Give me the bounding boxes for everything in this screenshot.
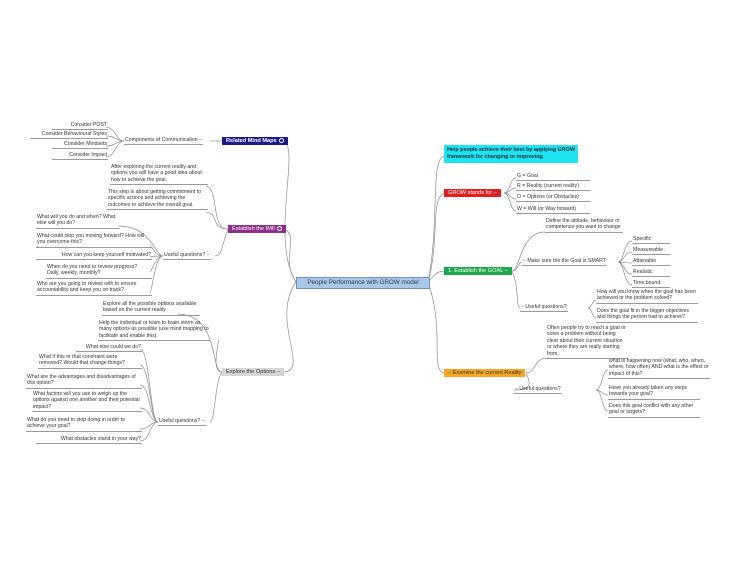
will-question[interactable]: Who are you going to review with to ensu… (36, 281, 152, 296)
link-icon[interactable] (276, 225, 283, 232)
explore-options-label: Explore the Options (226, 369, 276, 375)
smart-item[interactable]: Specific (632, 236, 670, 245)
reality-question[interactable]: what is happening now (what, who, when, … (608, 358, 710, 380)
grow-item[interactable]: G = Goal (516, 173, 590, 182)
related-mind-maps-label: Related Mind Maps (226, 138, 277, 144)
reality-question[interactable]: Does this goal conflict with any other g… (608, 403, 700, 418)
options-question[interactable]: What if this or that constraint were rem… (38, 354, 142, 369)
link-icon[interactable] (278, 137, 285, 144)
goal-question[interactable]: Does the goal fit in the bigger objectiv… (596, 308, 698, 323)
grow-stands-for-branch[interactable]: GROW stands for – (444, 189, 501, 197)
examine-reality-label: Examine the current Reality (452, 370, 522, 376)
grow-item[interactable]: W = Will (or Way forward) (516, 206, 590, 215)
related-item[interactable]: Consider POST (52, 122, 108, 131)
options-question[interactable]: What obstacles stand in your way? (36, 436, 142, 445)
grow-stands-for-label: GROW stands for (448, 190, 493, 196)
goal-smart[interactable]: – Make sure the the Goal is SMART (522, 258, 607, 267)
establish-goal-branch[interactable]: 1. Establish the GOAL – (444, 267, 512, 275)
will-question[interactable]: When do you need to review progress? Dai… (46, 264, 152, 279)
central-topic[interactable]: People Performance with GROW model (296, 277, 430, 289)
smart-item[interactable]: Realistic (632, 269, 670, 278)
goal-useful-questions[interactable]: – Useful questions? (520, 304, 568, 313)
grow-item[interactable]: R = Reality (current reality) (516, 183, 590, 192)
options-question[interactable]: What are the advantages and disadvantage… (26, 374, 142, 389)
explore-options-branch[interactable]: Explore the Options – (222, 368, 284, 376)
will-question[interactable]: What will you do and when? What else wil… (36, 214, 120, 229)
reality-question[interactable]: Have you already taken any steps towards… (608, 385, 700, 400)
will-note[interactable]: After exploring the current reality and … (110, 164, 208, 186)
establish-will-branch[interactable]: Establish the Will (228, 225, 287, 233)
examine-reality-branch[interactable]: – Examine the current Reality (444, 369, 526, 377)
goal-define[interactable]: Define the attitude, behaviour or compet… (545, 218, 623, 233)
related-item[interactable]: Consider Mindsets (52, 141, 108, 150)
will-question[interactable]: What could stop you moving forward? How … (36, 233, 152, 248)
options-question[interactable]: What else could we do? (76, 344, 142, 353)
components-of-communication[interactable]: Components of Communication – (124, 137, 204, 146)
goal-question[interactable]: How will you know when the goal has been… (596, 289, 698, 304)
establish-goal-label: 1. Establish the GOAL (448, 268, 504, 274)
will-question[interactable]: How can you keep yourself motivated? (36, 252, 152, 261)
establish-will-label: Establish the Will (232, 226, 275, 232)
options-useful-questions[interactable]: Useful questions? – (158, 418, 206, 427)
options-question[interactable]: What factors will you use to weigh up th… (32, 391, 142, 413)
help-people-topic[interactable]: Help people achieve their best by applyi… (444, 145, 578, 163)
options-question[interactable]: What do you need to stop doing in order … (26, 417, 142, 432)
reality-note[interactable]: Often people try to reach a goal or solv… (546, 325, 628, 360)
will-note[interactable]: This step is about getting commitment to… (107, 189, 208, 211)
options-note[interactable]: Help the individual or team to brain sto… (98, 320, 210, 342)
smart-item[interactable]: Measureable (632, 247, 670, 256)
related-mind-maps-branch[interactable]: Related Mind Maps (222, 137, 289, 145)
related-item[interactable]: Consider Impact (52, 152, 108, 161)
related-item[interactable]: Consider Behavioural Styles (30, 131, 108, 140)
options-note[interactable]: Explore all the possible options availab… (102, 301, 200, 316)
will-useful-questions[interactable]: Useful questions? – (163, 252, 211, 261)
smart-item[interactable]: Time bound (632, 280, 670, 289)
reality-useful-questions[interactable]: – Useful questions? (514, 386, 562, 395)
grow-item[interactable]: O = Options (or Obstacles) (516, 194, 590, 203)
smart-item[interactable]: Attainable (632, 258, 670, 267)
